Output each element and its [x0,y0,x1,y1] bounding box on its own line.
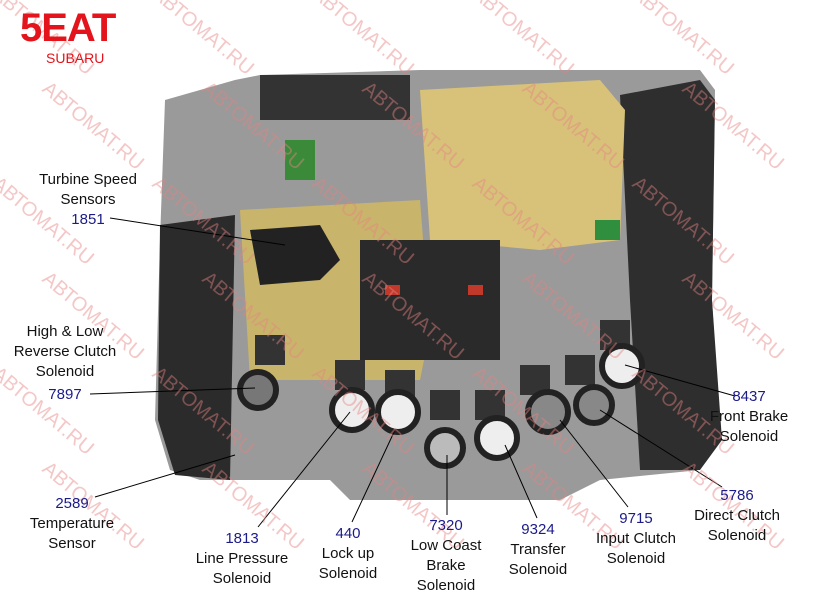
label-text: Transfer [510,541,566,558]
leader-line [559,419,629,508]
label-text: Front Brake [709,408,789,425]
label-text: Solenoid [212,570,272,587]
label-text: Solenoid [707,527,767,544]
part-number: 1851 [71,211,105,228]
brand-label: SUBARU [46,50,105,66]
label-high-low-reverse: High & Low Reverse Clutch Solenoid 7897 [14,322,117,405]
part-number: 440 [335,525,361,542]
label-text: Solenoid [719,428,779,445]
part-number: 2589 [55,495,89,512]
leader-lines [89,217,736,528]
label-text: Sensor [48,535,96,552]
label-text: Solenoid [416,577,476,594]
leader-line [624,364,736,397]
part-number: 7320 [429,517,463,534]
leader-line [504,444,538,519]
model-title: 5EAT [20,6,116,50]
label-text: Low Coast [410,537,482,554]
label-temperature: 2589 Temperature Sensor [30,494,114,554]
label-text: Direct Clutch [694,507,780,524]
part-number: 9715 [619,510,653,527]
part-number: 1813 [225,530,259,547]
label-line-pressure: 1813 Line Pressure Solenoid [196,529,289,589]
label-text: High & Low [26,323,104,340]
label-text: Brake [426,557,466,574]
label-text: Solenoid [508,561,568,578]
label-text: Solenoid [606,550,666,567]
label-text: Lock up [321,545,375,562]
leader-line [351,429,396,523]
label-lock-up: 440 Lock up Solenoid [319,524,377,584]
part-number: 5786 [720,487,754,504]
label-text: Line Pressure [195,550,289,567]
label-low-coast: 7320 Low Coast Brake Solenoid [411,516,482,596]
label-input-clutch: 9715 Input Clutch Solenoid [596,509,676,569]
leader-line [94,454,236,498]
label-turbine: Turbine Speed Sensors 1851 [39,170,137,230]
leader-line [599,409,723,488]
leader-line [109,217,286,246]
label-text: Turbine Speed [39,171,137,188]
part-number: 7897 [48,386,82,403]
label-text: Solenoid [318,565,378,582]
leader-line [89,387,256,395]
label-front-brake: 8437 Front Brake Solenoid [710,387,788,447]
leader-line [257,411,351,528]
label-text: Temperature [29,515,115,532]
label-transfer: 9324 Transfer Solenoid [509,520,567,580]
label-text: Sensors [60,191,116,208]
part-number: 9324 [521,521,555,538]
label-text: Solenoid [35,363,95,380]
label-text: Reverse Clutch [13,343,117,360]
label-direct-clutch: 5786 Direct Clutch Solenoid [694,486,780,546]
label-text: Input Clutch [595,530,677,547]
part-number: 8437 [732,388,766,405]
